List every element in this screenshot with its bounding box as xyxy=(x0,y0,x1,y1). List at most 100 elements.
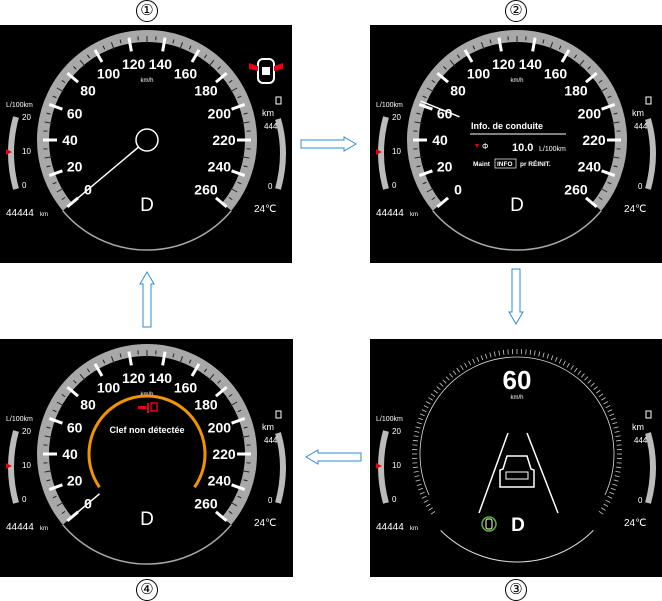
speed-tick-label: 220 xyxy=(212,446,236,462)
fuel-tick-label: 10 xyxy=(392,147,401,156)
fuel-gauge-bar xyxy=(11,117,16,189)
speed-tick-label: 100 xyxy=(97,379,121,395)
range-gauge-bar xyxy=(648,119,653,189)
speed-scale-tick xyxy=(608,496,613,498)
fuel-tick-label: 10 xyxy=(22,461,31,470)
speed-scale-tick xyxy=(534,351,535,356)
door-open-warning-icon xyxy=(249,59,283,83)
key-shaft xyxy=(138,406,146,409)
speed-scale-tick xyxy=(414,476,419,477)
range-zero: 0 xyxy=(268,182,273,191)
speed-scale-tick xyxy=(539,351,540,356)
speed-scale-tick xyxy=(424,406,428,408)
speed-tick-label: 120 xyxy=(492,56,516,72)
speed-scale-tick xyxy=(601,398,605,401)
speed-tick-label: 20 xyxy=(437,158,453,174)
speed-tick-label: 260 xyxy=(564,181,588,197)
digital-speed: 60 xyxy=(503,365,532,395)
speed-tick-label: 180 xyxy=(194,397,218,413)
speed-scale-tick xyxy=(428,508,432,511)
speed-scale-tick xyxy=(413,440,418,441)
speedometer-lower-arc xyxy=(63,525,232,564)
speed-scale-tick xyxy=(591,383,595,386)
fuel-gauge-bar xyxy=(381,431,386,503)
step-4-label: ④ xyxy=(136,579,158,601)
key-not-detected-message: Clef non détectée xyxy=(109,425,184,435)
speed-scale-tick xyxy=(422,410,427,412)
fuel-pump-icon xyxy=(646,411,651,418)
speed-scale-tick xyxy=(440,383,444,386)
speed-tick-label: 160 xyxy=(174,379,198,395)
speed-scale-tick xyxy=(616,440,621,441)
gear-indicator: D xyxy=(510,195,524,216)
key-bar xyxy=(147,403,149,413)
range-gauge-bar xyxy=(278,433,283,503)
arrow-right-icon xyxy=(300,136,358,152)
range-unit: km xyxy=(262,108,274,118)
fuel-consumption-unit: L/100km xyxy=(539,146,566,153)
odometer-unit: km xyxy=(40,212,48,218)
speed-scale-tick xyxy=(599,394,603,397)
speed-scale-tick xyxy=(547,354,549,359)
speed-scale-tick xyxy=(563,361,565,365)
speed-scale-tick xyxy=(481,355,483,360)
fuel-pump-icon xyxy=(646,97,651,104)
speed-scale-tick xyxy=(490,353,491,358)
speed-scale-tick xyxy=(461,365,464,369)
range-value: 444 xyxy=(264,122,278,131)
speed-scale-tick xyxy=(588,380,592,384)
range-value: 444 xyxy=(634,436,648,445)
arrow-up-icon xyxy=(139,270,155,328)
gear-indicator: D xyxy=(511,515,525,536)
speed-scale-tick xyxy=(615,471,620,472)
fuel-tick-label: 20 xyxy=(22,427,31,436)
speed-tick-label: 200 xyxy=(578,106,602,122)
fuel-pump-icon xyxy=(276,97,281,104)
speed-scale-tick xyxy=(420,492,425,494)
speed-scale-tick xyxy=(611,418,616,420)
speed-tick-label: 120 xyxy=(122,56,146,72)
speed-tick-label: 240 xyxy=(208,158,232,174)
range-value: 444 xyxy=(264,436,278,445)
range-zero: 0 xyxy=(638,496,643,505)
speed-scale-tick xyxy=(473,359,475,364)
speed-scale-tick xyxy=(612,484,617,486)
speed-tick-label: 200 xyxy=(208,106,232,122)
range-gauge-bar xyxy=(278,119,283,189)
speed-tick-label: 60 xyxy=(67,106,83,122)
speed-tick-label: 20 xyxy=(67,472,83,488)
speed-scale-tick xyxy=(417,422,422,424)
speed-scale-tick xyxy=(426,402,430,405)
speed-tick-label: 220 xyxy=(212,132,236,148)
speed-scale-tick xyxy=(413,467,418,468)
status-car xyxy=(486,519,492,529)
fuel-tick-label: 0 xyxy=(22,181,27,190)
speed-scale-tick xyxy=(574,368,577,372)
fuel-consumption-value: 10.0 xyxy=(512,142,533,154)
speed-scale-tick xyxy=(503,350,504,355)
arrow-down-icon xyxy=(508,268,524,326)
speed-tick-label: 120 xyxy=(122,370,146,386)
speed-scale-tick xyxy=(417,484,422,486)
odometer-unit: km xyxy=(410,212,418,218)
speed-scale-tick xyxy=(601,508,605,511)
temperature: 24℃ xyxy=(624,518,646,529)
fuel-unit-label: L/100km xyxy=(376,416,403,423)
range-zero: 0 xyxy=(268,496,273,505)
speed-scale-tick xyxy=(494,351,495,356)
range-unit: km xyxy=(262,422,274,432)
speed-tick-label: 160 xyxy=(174,65,198,81)
speedometer-lower-arc xyxy=(433,211,602,250)
speed-tick-label: 80 xyxy=(80,83,96,99)
range-gauge-bar xyxy=(648,433,653,503)
speed-scale-tick xyxy=(469,361,471,365)
speed-unit: km/h xyxy=(140,78,153,84)
speed-scale-tick xyxy=(612,422,617,424)
odometer-unit: km xyxy=(40,526,48,532)
panel-4-key-not-detected: L/100km2010044444kmkm444024℃020406080100… xyxy=(0,339,293,577)
vehicle-ahead-icon xyxy=(500,456,534,487)
temperature: 24℃ xyxy=(624,204,646,215)
driving-info-title: Info. de conduite xyxy=(471,121,543,131)
speed-tick-label: 260 xyxy=(194,181,218,197)
